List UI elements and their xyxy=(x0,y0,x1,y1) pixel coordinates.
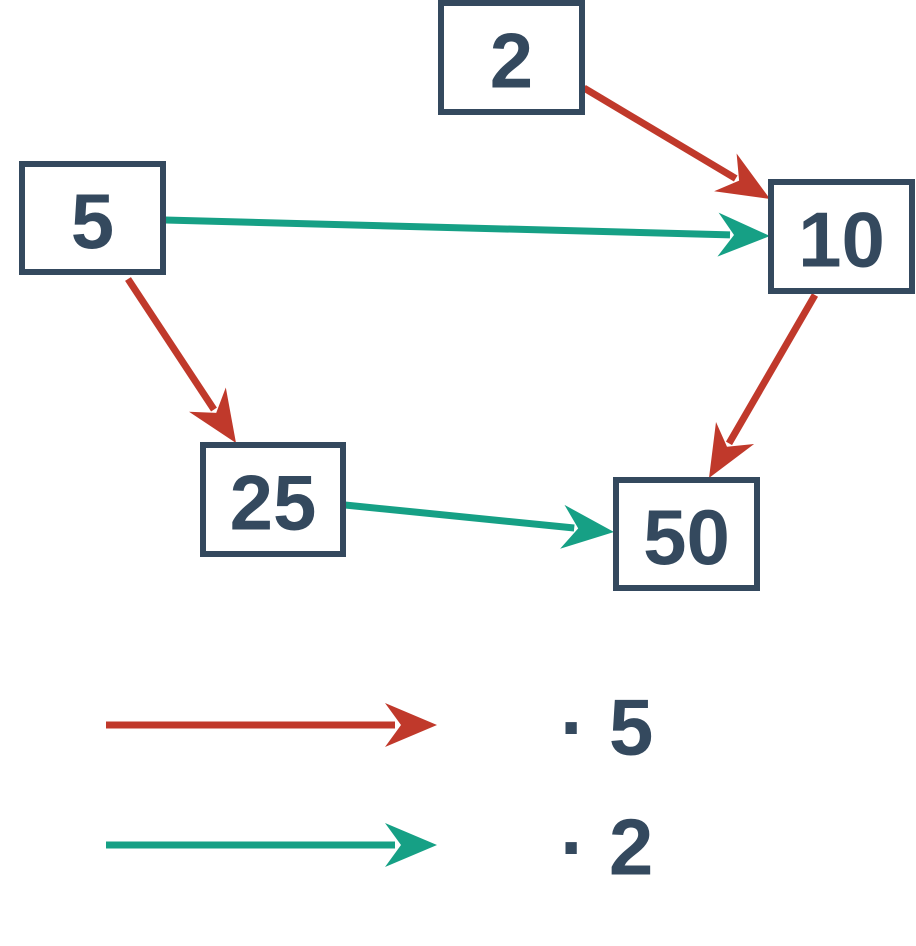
node-label: 2 xyxy=(490,17,533,105)
edge-line xyxy=(125,277,217,412)
legend-item-times2: · 2 xyxy=(106,803,653,892)
arrowhead-icon xyxy=(717,212,770,257)
node-label: 25 xyxy=(230,459,317,547)
legend: · 5· 2 xyxy=(106,683,653,892)
edge-n25-n50 xyxy=(344,501,614,549)
node-10: 10 xyxy=(768,179,915,294)
node-label: 50 xyxy=(643,493,730,581)
arrowhead-icon xyxy=(709,422,755,478)
node-label: 5 xyxy=(71,177,114,265)
node-box xyxy=(200,442,346,557)
node-box xyxy=(438,0,585,115)
edge-line xyxy=(344,501,575,532)
legend-arrowhead-icon xyxy=(385,823,437,867)
legend-label: · 5 xyxy=(560,683,653,772)
legend-label: · 2 xyxy=(560,803,653,892)
node-5: 5 xyxy=(19,161,166,275)
node-50: 50 xyxy=(613,477,760,591)
node-2: 2 xyxy=(438,0,585,115)
edge-line xyxy=(725,293,819,446)
arrowhead-icon xyxy=(560,504,614,549)
edge-n2-n10 xyxy=(582,84,770,199)
legend-item-times5: · 5 xyxy=(106,683,653,772)
edge-line xyxy=(164,216,731,239)
node-label: 10 xyxy=(798,196,885,284)
arrowhead-icon xyxy=(714,153,770,199)
node-25: 25 xyxy=(200,442,346,557)
edge-n5-n10 xyxy=(164,212,770,257)
edge-n10-n50 xyxy=(709,293,819,478)
legend-arrowhead-icon xyxy=(385,703,437,747)
node-box xyxy=(768,179,915,294)
edges-layer xyxy=(125,84,819,549)
node-box xyxy=(19,161,166,275)
arrowhead-icon xyxy=(189,387,236,443)
edge-line xyxy=(582,84,738,182)
edge-n5-n25 xyxy=(125,277,236,443)
node-box xyxy=(613,477,760,591)
